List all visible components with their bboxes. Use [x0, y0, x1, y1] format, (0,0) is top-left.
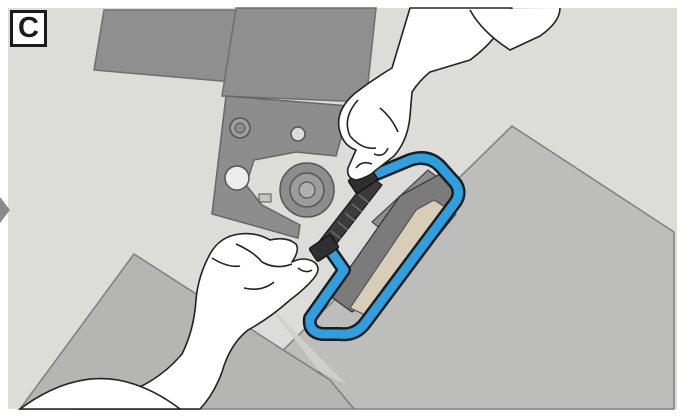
step-letter-badge: C	[10, 10, 47, 47]
bracket-tab	[259, 194, 271, 202]
device-top-panel-left	[94, 10, 242, 82]
rotary-knob-center	[299, 182, 315, 198]
bracket-hole-inner	[235, 123, 245, 133]
bracket-hole	[225, 166, 249, 190]
bracket-hole	[291, 127, 305, 141]
device-top-panel-right	[222, 8, 376, 102]
